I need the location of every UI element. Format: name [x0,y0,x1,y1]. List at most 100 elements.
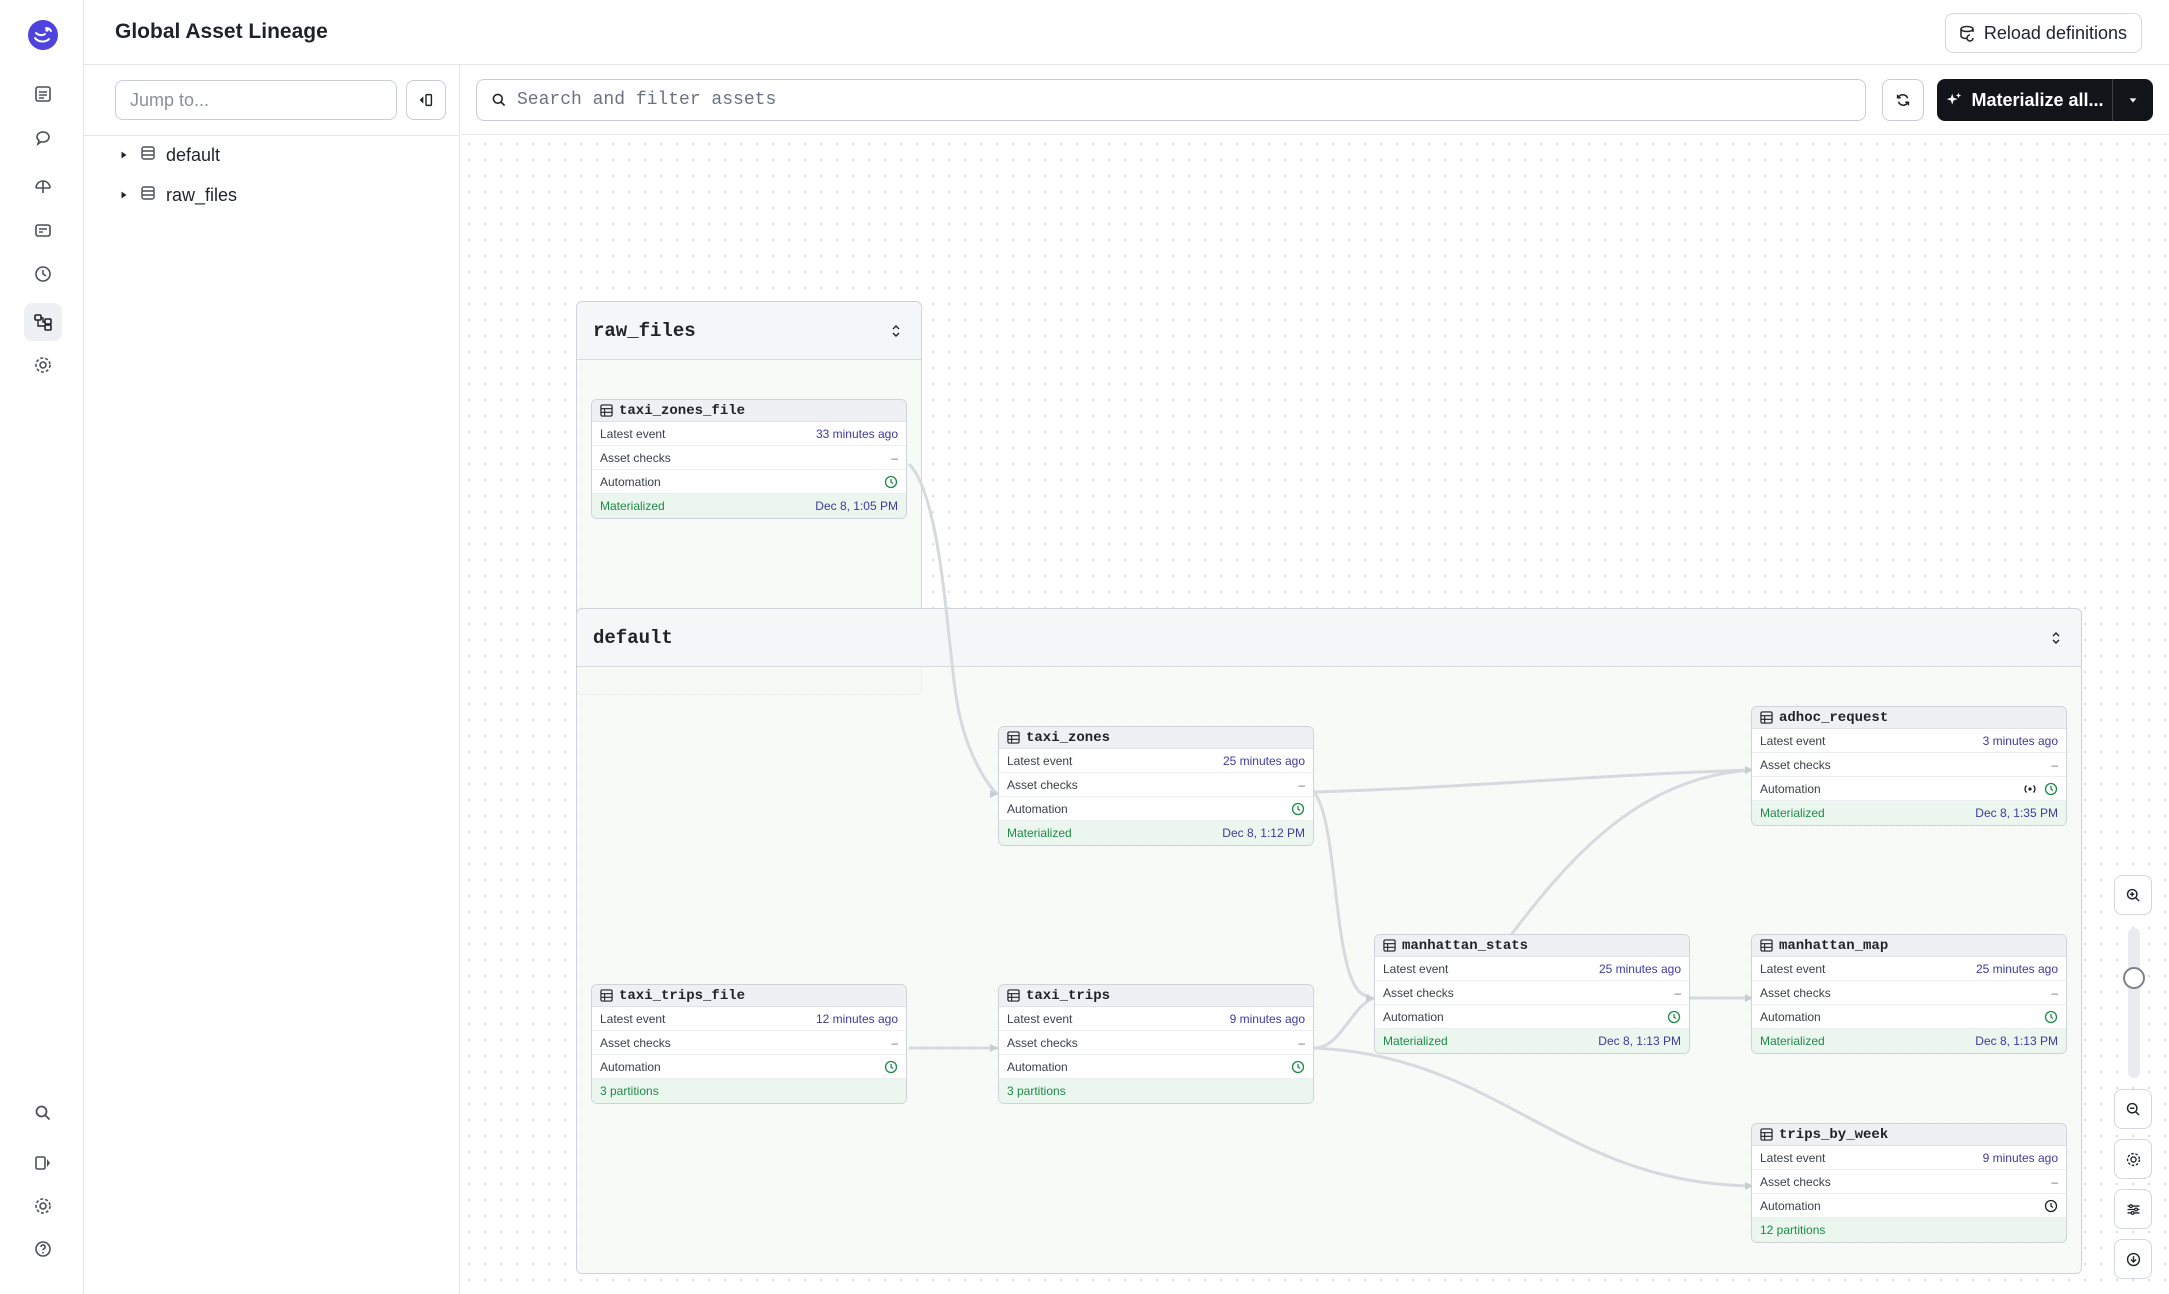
status-date[interactable]: Dec 8, 1:13 PM [1598,1034,1681,1048]
asset-lineage-icon[interactable] [24,303,62,341]
asset-checks-row: Asset checks– [999,773,1313,797]
status-date[interactable]: Dec 8, 1:05 PM [815,499,898,513]
zoom-slider-handle[interactable] [2123,967,2145,989]
latest-event-value[interactable]: 25 minutes ago [1222,753,1305,768]
automation-row: Automation [592,1055,906,1079]
asset-node-manhattan-stats[interactable]: manhattan_stats Latest event 25 minutes a… [1374,934,1690,1054]
collapse-group-icon[interactable] [887,322,905,340]
sidebar-toggle-icon[interactable] [24,1144,62,1182]
collapse-group-icon[interactable] [2047,629,2065,647]
row-label: Latest event [1383,961,1449,976]
automation-row: Automation [999,1055,1313,1079]
help-icon[interactable] [24,1230,62,1268]
schedule-active-icon[interactable] [884,1060,898,1074]
caret-right-icon[interactable] [118,189,130,201]
latest-event-value[interactable]: 9 minutes ago [1982,1150,2058,1165]
asset-checks-row: Asset checks– [1752,1170,2066,1194]
status-label[interactable]: 12 partitions [1760,1223,1826,1237]
schedule-active-icon[interactable] [2044,1010,2058,1024]
edge-arrow [990,790,998,798]
lineage-graph-canvas[interactable]: raw_files default [461,136,2169,1294]
deployment-icon[interactable] [24,168,62,206]
edge-taxi-trips-to-manhattan-stats [1313,996,1375,1050]
row-label: Asset checks [1007,777,1078,792]
latest-event-value[interactable]: 25 minutes ago [1598,961,1681,976]
zoom-in-icon [2126,888,2140,902]
status-row: 12 partitions [1752,1218,2066,1242]
materialize-all-button[interactable]: Materialize all... [1937,79,2113,121]
sparkle-icon [1947,92,1962,105]
download-graph-button[interactable] [2114,1239,2152,1279]
tree-item-raw-files[interactable]: raw_files [118,180,237,210]
materialize-all-label: Materialize all... [1971,89,2104,110]
table-icon [1007,989,1020,1002]
schedule-active-icon[interactable] [884,475,898,489]
jump-to-input[interactable] [115,80,397,120]
edge-taxi-zones-file-to-taxi-zones [907,462,999,796]
status-date[interactable]: Dec 8, 1:12 PM [1222,826,1305,840]
caret-right-icon[interactable] [118,149,130,161]
reload-definitions-button[interactable]: Reload definitions [1944,13,2142,53]
user-settings-icon[interactable] [24,1187,62,1225]
left-nav-rail [0,0,84,1294]
status-row: 3 partitions [999,1079,1313,1103]
filter-icon [2127,1203,2139,1215]
row-label: Latest event [1760,733,1826,748]
refresh-button[interactable] [1882,79,1924,121]
collapse-sidebar-button[interactable] [406,80,446,120]
zoom-in-button[interactable] [2114,875,2152,915]
materialize-dropdown-button[interactable] [2113,79,2153,121]
edge-arrow [1745,1182,1753,1190]
jobs-icon[interactable] [24,212,62,250]
asset-checks-value: – [891,450,898,465]
tree-item-label: default [166,144,221,165]
row-label: Latest event [600,1011,666,1026]
asset-name: manhattan_stats [1402,937,1529,954]
status-label[interactable]: 3 partitions [600,1084,659,1098]
overview-icon[interactable] [24,75,62,113]
tree-item-default[interactable]: default [118,140,220,170]
status-date[interactable]: Dec 8, 1:13 PM [1975,1034,2058,1048]
search-icon[interactable] [24,1094,62,1132]
schedule-active-icon[interactable] [1291,1060,1305,1074]
dagster-logo-icon[interactable] [26,18,60,52]
zoom-slider-track[interactable] [2128,928,2140,1078]
latest-event-value[interactable]: 25 minutes ago [1975,961,2058,976]
status-label[interactable]: 3 partitions [1007,1084,1066,1098]
asset-search-box[interactable] [476,79,1866,121]
schedule-active-icon[interactable] [1291,802,1305,816]
schedule-inactive-icon[interactable] [2044,1199,2058,1213]
schedule-active-icon[interactable] [1667,1010,1681,1024]
asset-search-input[interactable] [517,90,1851,110]
latest-event-value[interactable]: 33 minutes ago [815,426,898,441]
automation-row: Automation [592,470,906,494]
schedule-active-icon[interactable] [2044,782,2058,796]
settings-icon[interactable] [24,346,62,384]
asset-node-header: manhattan_map [1752,935,2066,957]
asset-node-header: taxi_trips [999,985,1313,1007]
zoom-out-button[interactable] [2114,1089,2152,1129]
status-date[interactable]: Dec 8, 1:35 PM [1975,806,2058,820]
schedules-icon[interactable] [24,255,62,293]
latest-event-value[interactable]: 3 minutes ago [1982,733,2058,748]
runs-icon[interactable] [24,119,62,157]
graph-filter-button[interactable] [2114,1189,2152,1229]
latest-event-value[interactable]: 9 minutes ago [1229,1011,1305,1026]
latest-event-value[interactable]: 12 minutes ago [815,1011,898,1026]
asset-checks-value: – [1674,985,1681,1000]
group-header: default [577,609,2081,667]
sensor-icon[interactable] [2022,782,2038,796]
graph-settings-button[interactable] [2114,1139,2152,1179]
caret-down-icon [2129,98,2137,103]
